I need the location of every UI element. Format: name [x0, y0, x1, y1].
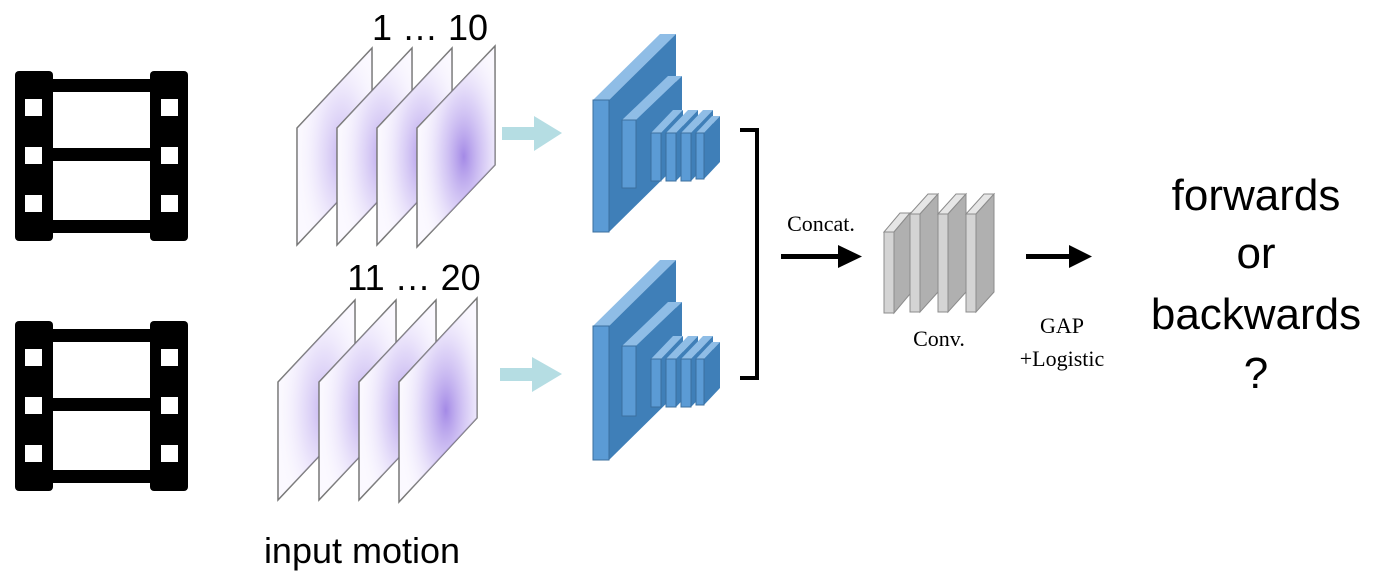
output-arrow [1026, 245, 1092, 268]
film-strip-icon-bottom [15, 321, 188, 491]
conv-block [882, 192, 996, 315]
conv-label: Conv. [913, 326, 965, 351]
output-line-backwards: backwards [1151, 290, 1361, 339]
cnn-bottom [592, 260, 720, 461]
concat-bracket [740, 128, 759, 380]
logistic-label: +Logistic [1020, 346, 1105, 371]
film-strip-icon-top [15, 71, 188, 241]
flow-arrow-bottom [500, 357, 562, 392]
output-line-forwards: forwards [1172, 171, 1341, 220]
top-frames-label: 1 … 10 [372, 7, 488, 48]
bottom-frame-stack [277, 296, 478, 504]
concat-arrow [781, 245, 862, 268]
top-frame-stack [296, 44, 496, 249]
output-line-or: or [1236, 229, 1275, 278]
bottom-frames-label: 11 … 20 [347, 257, 480, 298]
input-motion-label: input motion [264, 530, 460, 571]
flow-arrow-top [502, 116, 562, 151]
concat-label: Concat. [787, 211, 855, 236]
output-line-question: ? [1244, 349, 1268, 398]
cnn-top [592, 34, 720, 233]
gap-label: GAP [1040, 313, 1084, 338]
